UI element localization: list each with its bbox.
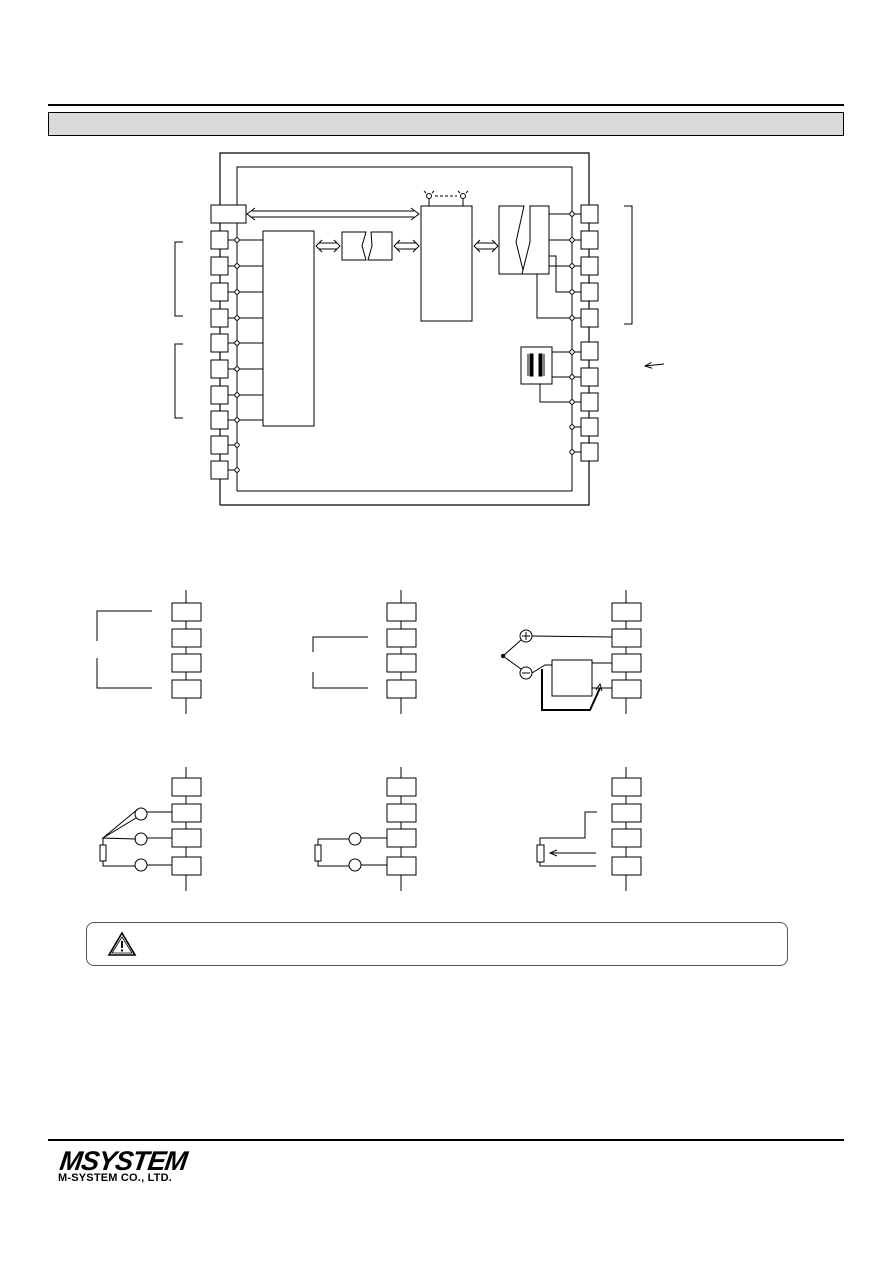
double-arrow-1: [316, 240, 340, 252]
right-junction-dots: [570, 212, 574, 454]
comm-isolation-left: [499, 206, 524, 274]
double-arrow-3: [474, 240, 498, 252]
bottom-rule: [48, 1139, 844, 1141]
section-header-bar: [48, 112, 844, 136]
left-terminal-wires: [228, 240, 263, 470]
wiring-example-6: [537, 767, 641, 891]
left-junction-dots: [235, 238, 239, 472]
isolation-block-right: [368, 232, 392, 260]
bus-arrow: [247, 208, 419, 220]
wiring-example-3: [501, 590, 641, 714]
power-transformer: [521, 347, 552, 384]
comm-isolation-right: [522, 206, 549, 274]
company-logo: MSYSTEM: [58, 1146, 189, 1176]
power-pointer-arrow: [645, 364, 664, 366]
double-arrow-2: [394, 240, 419, 252]
led-indicators: [424, 191, 468, 206]
wiring-example-1: [97, 590, 201, 714]
wiring-example-4: [100, 767, 201, 891]
comm-bracket: [624, 206, 632, 324]
input-bracket-1: [175, 242, 183, 316]
processor-block: [421, 206, 472, 321]
input-bracket-2: [175, 344, 183, 418]
wiring-example-5: [315, 767, 416, 891]
caution-box: [86, 922, 788, 966]
top-rule: [48, 104, 844, 106]
warning-triangle-icon: [107, 931, 137, 956]
wiring-example-2: [313, 590, 416, 714]
input-circuit-block: [263, 231, 314, 426]
isolation-block-left: [342, 232, 366, 260]
power-terminal: [211, 205, 246, 223]
company-name: M-SYSTEM CO., LTD.: [58, 1172, 173, 1184]
